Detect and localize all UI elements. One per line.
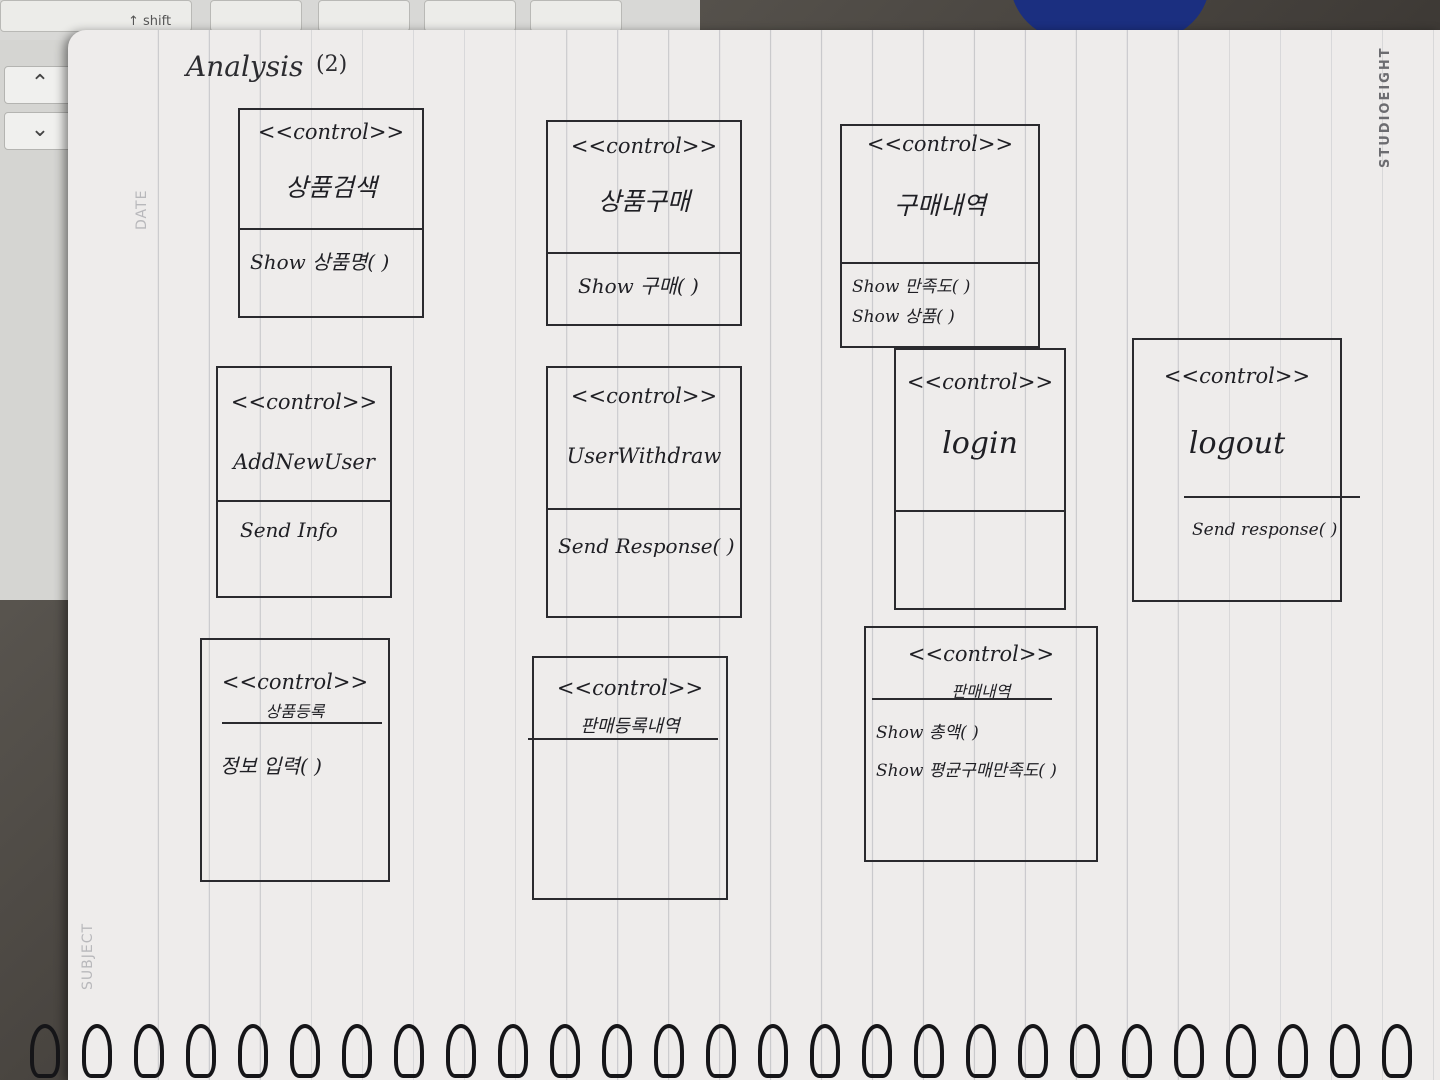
spiral-ring <box>446 1024 476 1078</box>
control-box-sales-history: <<control>> 판매내역 Show 총액( ) Show 평균구매만족도… <box>864 626 1098 862</box>
spiral-ring <box>602 1024 632 1078</box>
spiral-binding <box>30 1010 1440 1080</box>
subject-label: SUBJECT <box>80 922 96 990</box>
control-box-logout: <<control>> logout Send response( ) <box>1132 338 1360 602</box>
operation-label: Show 구매( ) <box>578 274 699 298</box>
control-box-add-new-user: <<control>> AddNewUser Send Info <box>216 366 392 598</box>
box-header: <<control>> 구매내역 <box>842 126 1038 264</box>
spiral-ring <box>914 1024 944 1078</box>
keyboard-key <box>318 0 410 32</box>
keyboard-key <box>424 0 516 32</box>
control-name: 구매내역 <box>893 191 986 220</box>
box-header: <<control>> 상품구매 <box>548 122 740 254</box>
control-box-user-withdraw: <<control>> UserWithdraw Send Response( … <box>546 366 742 618</box>
stereotype-label: <<control>> <box>570 384 718 408</box>
spiral-ring <box>1174 1024 1204 1078</box>
control-name: login <box>942 426 1018 461</box>
control-box-product-search: <<control>> 상품검색 Show 상품명( ) <box>238 108 424 318</box>
brand-label: STUDIOEIGHT <box>1378 46 1393 168</box>
spiral-ring <box>186 1024 216 1078</box>
operation-label: Show 상품( ) <box>852 307 955 327</box>
arrow-up-key: ⌃ <box>4 66 76 104</box>
box-header: <<control>> AddNewUser <box>218 368 390 502</box>
keyboard-key <box>530 0 622 32</box>
compartment-divider <box>222 722 382 724</box>
operation-label: Show 상품명( ) <box>250 250 390 274</box>
control-name: UserWithdraw <box>566 444 722 468</box>
stereotype-label: <<control>> <box>257 120 405 144</box>
box-header: <<control>> login <box>896 350 1064 512</box>
ruled-lines <box>68 30 1440 1080</box>
operation-label: Send response( ) <box>1192 520 1338 540</box>
arrow-down-key: ⌄ <box>4 112 76 150</box>
spiral-ring <box>758 1024 788 1078</box>
spiral-ring <box>706 1024 736 1078</box>
page-number: (2) <box>316 52 348 77</box>
operation-label: Send Info <box>240 518 338 542</box>
spiral-ring <box>1278 1024 1308 1078</box>
spiral-ring <box>134 1024 164 1078</box>
box-header: <<control>> UserWithdraw <box>548 368 740 510</box>
stereotype-label: <<control>> <box>230 390 378 414</box>
control-name: 판매등록내역 <box>580 716 680 737</box>
control-name: 상품등록 <box>265 702 325 721</box>
spiral-ring <box>1070 1024 1100 1078</box>
compartment-divider <box>1184 496 1360 498</box>
spiral-ring <box>810 1024 840 1078</box>
notebook-page: Analysis (2) DATE SUBJECT STUDIOEIGHT <<… <box>68 30 1440 1080</box>
compartment-divider <box>528 738 718 740</box>
spiral-ring <box>1382 1024 1412 1078</box>
stereotype-label: <<control>> <box>556 676 704 700</box>
keyboard-key <box>210 0 302 32</box>
spiral-ring <box>1122 1024 1152 1078</box>
box-header: <<control>> logout <box>1134 340 1340 494</box>
operation-label: Show 평균구매만족도( ) <box>876 761 1057 781</box>
control-box-sales-register-history: <<control>> 판매등록내역 <box>528 656 728 900</box>
control-name: 상품구매 <box>597 187 690 216</box>
spiral-ring <box>342 1024 372 1078</box>
spiral-ring <box>550 1024 580 1078</box>
spiral-ring <box>966 1024 996 1078</box>
date-label: DATE <box>134 189 150 230</box>
box-header: <<control>> 상품검색 <box>240 110 422 230</box>
spiral-ring <box>290 1024 320 1078</box>
shift-key-label: ↑ shift <box>128 14 172 29</box>
operation-label: 정보 입력( ) <box>220 754 322 778</box>
spiral-ring <box>654 1024 684 1078</box>
keyboard: ↑ shift <box>0 0 700 40</box>
control-name: logout <box>1188 426 1286 461</box>
control-box-purchase-history: <<control>> 구매내역 Show 만족도( ) Show 상품( ) <box>840 124 1040 348</box>
control-box-login: <<control>> login <box>894 348 1066 610</box>
stereotype-label: <<control>> <box>221 670 369 694</box>
stereotype-label: <<control>> <box>570 134 718 158</box>
control-name: AddNewUser <box>233 450 375 474</box>
control-name: 판매내역 <box>951 682 1011 701</box>
spiral-ring <box>498 1024 528 1078</box>
control-name: 상품검색 <box>284 173 377 202</box>
compartment-divider <box>872 698 1052 700</box>
stereotype-label: <<control>> <box>906 370 1054 394</box>
spiral-ring <box>238 1024 268 1078</box>
spiral-ring <box>1226 1024 1256 1078</box>
page-title: Analysis <box>186 50 304 83</box>
stereotype-label: <<control>> <box>907 642 1055 666</box>
control-box-product-register: <<control>> 상품등록 정보 입력( ) <box>200 638 390 882</box>
operation-label: Show 총액( ) <box>876 723 979 743</box>
stereotype-label: <<control>> <box>866 132 1014 156</box>
operation-label: Show 만족도( ) <box>852 277 971 297</box>
spiral-ring <box>30 1024 60 1078</box>
control-box-product-purchase: <<control>> 상품구매 Show 구매( ) <box>546 120 742 326</box>
spiral-ring <box>82 1024 112 1078</box>
spiral-ring <box>1330 1024 1360 1078</box>
spiral-ring <box>862 1024 892 1078</box>
operation-label: Send Response( ) <box>558 534 735 558</box>
stereotype-label: <<control>> <box>1163 364 1311 388</box>
spiral-ring <box>394 1024 424 1078</box>
spiral-ring <box>1018 1024 1048 1078</box>
